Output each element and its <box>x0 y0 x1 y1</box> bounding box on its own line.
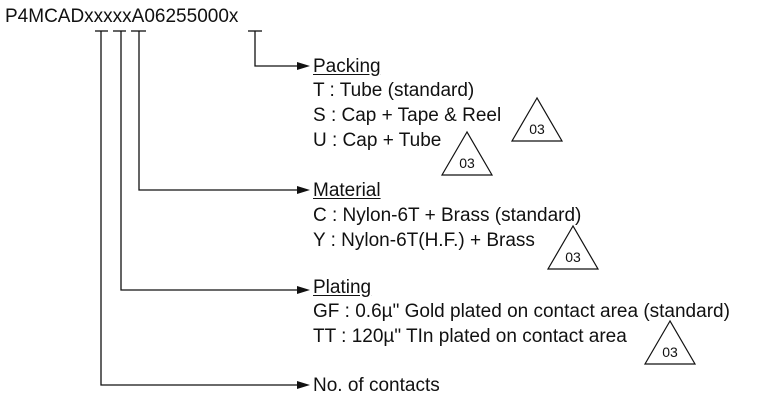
arrow-material <box>297 186 310 194</box>
packing-title: Packing <box>313 56 381 77</box>
arrow-packing <box>297 62 310 70</box>
material-option: C : Nylon-6T + Brass (standard) <box>313 205 582 226</box>
plating-option: TT : 120µ" TIn plated on contact area <box>313 326 627 347</box>
revision-label: 03 <box>565 249 581 265</box>
plating-option: GF : 0.6µ" Gold plated on contact area (… <box>313 301 730 322</box>
contacts-title: No. of contacts <box>313 375 440 396</box>
material-option: Y : Nylon-6T(H.F.) + Brass <box>313 230 535 251</box>
revision-triangle-packing-u <box>440 130 494 176</box>
plating-title: Plating <box>313 277 372 298</box>
material-title: Material <box>313 180 381 201</box>
arrow-plating <box>297 286 310 294</box>
packing-option: T : Tube (standard) <box>313 80 475 101</box>
arrow-contacts <box>297 381 310 389</box>
part-number: P4MCADxxxxxA06255000x <box>5 6 239 27</box>
revision-label: 03 <box>662 344 678 360</box>
revision-triangle-plating-tt <box>643 319 697 365</box>
revision-triangle-material-y <box>546 224 600 270</box>
revision-label: 03 <box>459 155 475 171</box>
packing-option: U : Cap + Tube <box>313 130 442 151</box>
revision-label: 03 <box>529 121 545 137</box>
revision-triangle-packing-s <box>510 96 564 142</box>
packing-option: S : Cap + Tape & Reel <box>313 105 502 126</box>
